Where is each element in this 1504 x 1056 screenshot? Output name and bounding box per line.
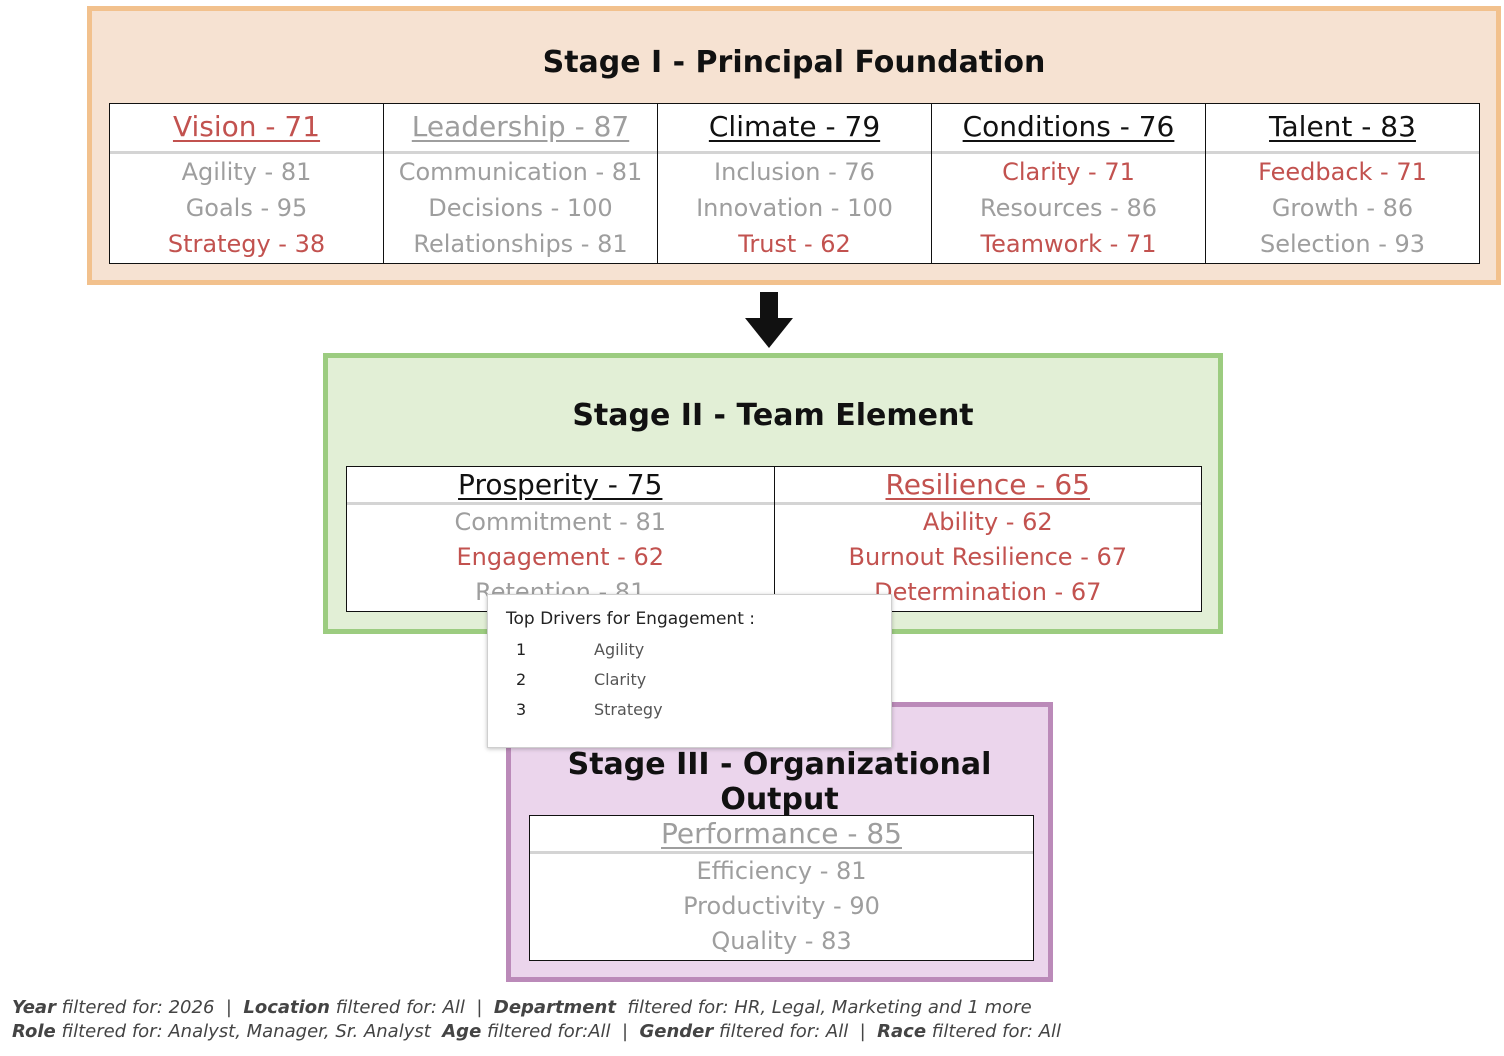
driver-item[interactable]: Inclusion - 76	[714, 158, 875, 186]
driver-item[interactable]: Commitment - 81	[454, 508, 667, 536]
driver-item[interactable]: Goals - 95	[185, 194, 308, 222]
category-header[interactable]: Conditions - 76	[932, 104, 1205, 154]
filter-line-1: Year filtered for: 2026 | Location filte…	[12, 996, 1061, 1020]
arrow-down-icon	[745, 292, 793, 348]
tooltip-row: 2 Clarity	[506, 665, 873, 695]
filter-label: Role	[12, 1021, 56, 1042]
stage-2-panel: Stage II - Team Element Prosperity - 75 …	[323, 353, 1223, 634]
tooltip-rank: 2	[516, 670, 527, 689]
filter-text: filtered for: All	[329, 997, 465, 1018]
filter-label: Year	[12, 997, 56, 1018]
category-header[interactable]: Talent - 83	[1206, 104, 1479, 154]
tooltip-driver: Clarity	[594, 670, 647, 689]
tooltip-driver: Agility	[594, 640, 645, 659]
filter-text: filtered for: All	[926, 1021, 1062, 1042]
stage-1-panel: Stage I - Principal Foundation Vision - …	[87, 6, 1501, 285]
category-header[interactable]: Vision - 71	[110, 104, 383, 154]
category-resilience[interactable]: Resilience - 65 Ability - 62 Burnout Res…	[773, 467, 1201, 611]
tooltip-row: 3 Strategy	[506, 695, 873, 725]
tooltip-rank: 1	[516, 640, 527, 659]
category-performance[interactable]: Performance - 85 Efficiency - 81 Product…	[530, 816, 1033, 960]
driver-item[interactable]: Resources - 86	[979, 194, 1158, 222]
filter-label: Gender	[639, 1021, 714, 1042]
stage-2-grid: Prosperity - 75 Commitment - 81 Engageme…	[346, 466, 1202, 612]
stage-1-grid: Vision - 71 Agility - 81 Goals - 95 Stra…	[109, 103, 1480, 264]
driver-item[interactable]: Innovation - 100	[696, 194, 893, 222]
category-header[interactable]: Leadership - 87	[384, 104, 657, 154]
category-conditions[interactable]: Conditions - 76 Clarity - 71 Resources -…	[931, 104, 1205, 263]
category-header[interactable]: Climate - 79	[658, 104, 931, 154]
driver-item[interactable]: Strategy - 38	[167, 230, 326, 258]
filter-separator	[431, 1021, 442, 1042]
filter-text: filtered for: HR, Legal, Marketing and 1…	[615, 997, 1032, 1018]
filter-label: Race	[877, 1021, 927, 1042]
filter-text: filtered for: All	[713, 1021, 849, 1042]
driver-item[interactable]: Determination - 67	[874, 578, 1102, 606]
tooltip-row: 1 Agility	[506, 635, 873, 665]
filter-label: Department	[493, 997, 616, 1018]
category-header[interactable]: Prosperity - 75	[347, 467, 774, 505]
driver-item[interactable]: Burnout Resilience - 67	[848, 543, 1128, 571]
driver-item[interactable]: Relationships - 81	[413, 230, 628, 258]
drivers-tooltip: Top Drivers for Engagement : 1 Agility 2…	[487, 594, 892, 748]
stage-2-title: Stage II - Team Element	[572, 398, 974, 433]
category-vision[interactable]: Vision - 71 Agility - 81 Goals - 95 Stra…	[110, 104, 383, 263]
driver-item[interactable]: Clarity - 71	[1002, 158, 1135, 186]
filter-line-2: Role filtered for: Analyst, Manager, Sr.…	[12, 1020, 1061, 1044]
filter-separator: |	[848, 1021, 878, 1042]
category-header[interactable]: Resilience - 65	[774, 467, 1201, 505]
filter-text: filtered for: 2026	[55, 997, 215, 1018]
filter-text: filtered for: Analyst, Manager, Sr. Anal…	[55, 1021, 431, 1042]
driver-item[interactable]: Decisions - 100	[428, 194, 613, 222]
driver-item[interactable]: Efficiency - 81	[696, 857, 867, 885]
filter-summary: Year filtered for: 2026 | Location filte…	[12, 996, 1061, 1044]
tooltip-rank: 3	[516, 700, 527, 719]
driver-item[interactable]: Feedback - 71	[1258, 158, 1427, 186]
stage-3-panel: Stage III - Organizational Output Perfor…	[506, 702, 1053, 982]
category-climate[interactable]: Climate - 79 Inclusion - 76 Innovation -…	[657, 104, 931, 263]
stage-1-title: Stage I - Principal Foundation	[542, 45, 1046, 80]
category-prosperity[interactable]: Prosperity - 75 Commitment - 81 Engageme…	[347, 467, 774, 611]
driver-item[interactable]: Engagement - 62	[456, 543, 665, 571]
driver-item[interactable]: Agility - 81	[181, 158, 312, 186]
driver-item[interactable]: Quality - 83	[711, 927, 852, 955]
driver-item[interactable]: Growth - 86	[1271, 194, 1414, 222]
tooltip-title: Top Drivers for Engagement :	[506, 609, 756, 629]
category-header[interactable]: Performance - 85	[530, 816, 1033, 854]
driver-item[interactable]: Trust - 62	[738, 230, 851, 258]
driver-item[interactable]: Productivity - 90	[683, 892, 880, 920]
filter-separator: |	[464, 997, 494, 1018]
filter-label: Location	[243, 997, 330, 1018]
driver-item[interactable]: Communication - 81	[398, 158, 643, 186]
tooltip-driver: Strategy	[594, 700, 663, 719]
filter-text: filtered for:All	[481, 1021, 611, 1042]
filter-separator: |	[214, 997, 244, 1018]
stage-3-title: Stage III - Organizational Output	[567, 747, 992, 817]
driver-item[interactable]: Teamwork - 71	[980, 230, 1157, 258]
stage-3-grid: Performance - 85 Efficiency - 81 Product…	[529, 815, 1034, 961]
driver-item[interactable]: Selection - 93	[1259, 230, 1426, 258]
category-talent[interactable]: Talent - 83 Feedback - 71 Growth - 86 Se…	[1205, 104, 1479, 263]
category-leadership[interactable]: Leadership - 87 Communication - 81 Decis…	[383, 104, 657, 263]
filter-separator: |	[610, 1021, 640, 1042]
filter-label: Age	[442, 1021, 482, 1042]
driver-item[interactable]: Ability - 62	[922, 508, 1053, 536]
